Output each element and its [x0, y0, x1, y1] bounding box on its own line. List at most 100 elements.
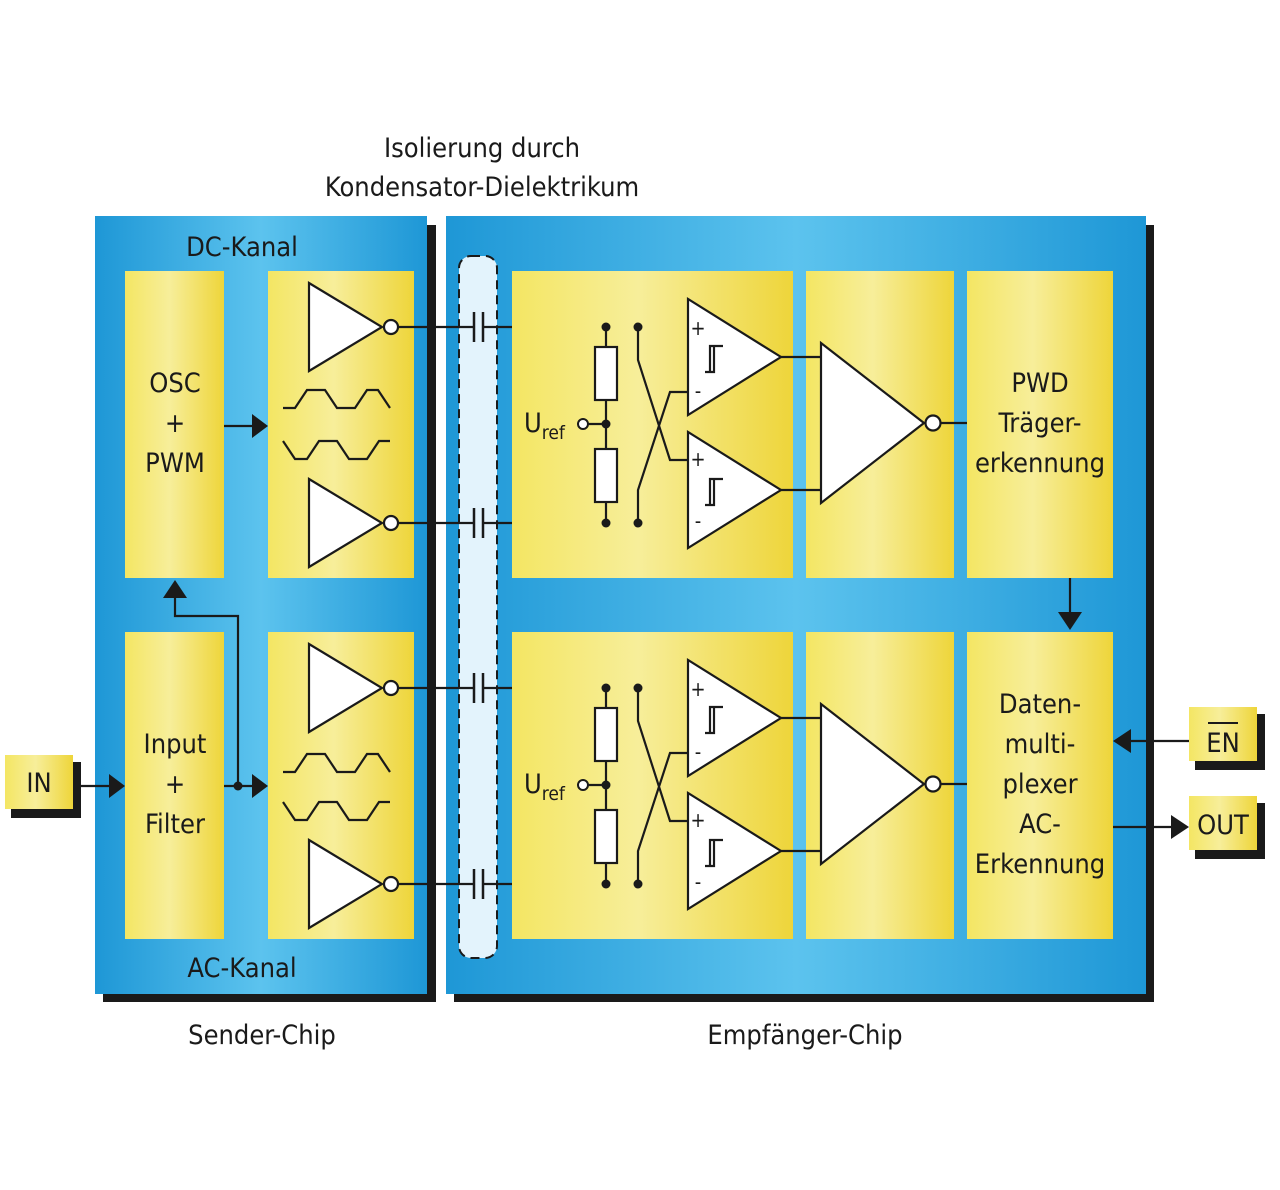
ac-comparator-block — [512, 632, 793, 939]
in-to-filter-arrow — [109, 774, 125, 798]
mux-to-out-arrow — [1171, 815, 1189, 839]
dc-hysteresis-icon-bottom — [705, 477, 723, 507]
dc-driver-bottom-inverter-bubble — [382, 514, 400, 532]
ac-waveform-bottom — [282, 800, 390, 822]
ac-top-capacitor — [472, 673, 485, 703]
in-port-label: IN — [26, 768, 51, 799]
ac-comparator-bottom-plus: + — [690, 808, 705, 832]
dc-channel-label: DC-Kanal — [186, 232, 298, 263]
out-port-label: OUT — [1197, 810, 1249, 841]
en-port — [1189, 707, 1257, 761]
dc-resistor-upper — [593, 345, 619, 402]
ac-uref-sub: ref — [542, 783, 566, 805]
dc-resistor-lower — [593, 447, 619, 504]
data-multiplexer-block — [967, 632, 1113, 939]
pwd-label-line1: PWD — [1011, 368, 1068, 399]
mux-label-line2: multi- — [1005, 729, 1076, 760]
input-filter-block — [125, 632, 224, 939]
filter-label: Filter — [145, 809, 205, 840]
osc-to-dc-driver-arrow — [252, 414, 268, 438]
ac-cross-coupling-wire — [636, 688, 688, 884]
ac-comparator-top-minus: - — [695, 740, 702, 764]
filter-to-osc-feedback-wire — [173, 598, 240, 786]
ac-hysteresis-icon-bottom — [705, 838, 723, 868]
ac-resistor-upper — [593, 706, 619, 763]
filter-to-osc-feedback-arrow — [163, 580, 187, 598]
filter-output-junction-dot — [233, 781, 243, 791]
ac-resistor-lower — [593, 808, 619, 865]
dc-comparator-bottom — [686, 430, 784, 550]
mux-label-line4: AC- — [1019, 809, 1061, 840]
dc-hysteresis-icon-top — [705, 344, 723, 374]
dc-comparator-outputs — [781, 355, 821, 492]
input-label: Input — [144, 729, 207, 760]
ac-comparator-top-plus: + — [690, 677, 705, 701]
ac-comparator-network — [577, 658, 821, 911]
dc-driver-top-inverter-bubble — [382, 318, 400, 336]
ac-output-amplifier — [819, 701, 926, 867]
dc-uref-main: U — [524, 408, 542, 439]
dc-uref-label: Uref — [524, 408, 566, 444]
ac-uref-main: U — [524, 769, 542, 800]
ac-junction-dot-3 — [601, 780, 611, 790]
ac-junction-dot-4 — [601, 879, 611, 889]
ac-junction-dot-1 — [601, 683, 611, 693]
en-port-label: EN — [1206, 728, 1240, 759]
sender-chip-label: Sender-Chip — [188, 1020, 336, 1051]
dc-pwm-waveform-bottom — [282, 439, 390, 461]
dc-comparator-top-plus: + — [690, 316, 705, 340]
input-plus-label: + — [165, 769, 185, 800]
dc-output-amplifier-bubble — [924, 414, 942, 432]
ac-driver-bottom-triangle — [307, 838, 385, 930]
mux-label-line3: plexer — [1002, 769, 1077, 800]
dc-cross-coupling-wire — [636, 327, 688, 523]
dc-driver-bottom-triangle — [307, 477, 385, 569]
dc-output-amplifier — [819, 340, 926, 506]
ac-bottom-capacitor — [472, 869, 485, 899]
mux-label-line1: Daten- — [999, 689, 1081, 720]
mux-label-line5: Erkennung — [975, 849, 1105, 880]
filter-to-ac-driver-arrow — [252, 774, 268, 798]
ac-output-amplifier-bubble — [924, 775, 942, 793]
dc-junction-dot-1 — [601, 322, 611, 332]
ac-hysteresis-icon-top — [705, 705, 723, 735]
ac-driver-top-triangle — [307, 642, 385, 734]
ac-channel-label: AC-Kanal — [187, 953, 296, 984]
ac-driver-bottom-inverter-bubble — [382, 875, 400, 893]
dc-uref-sub: ref — [542, 422, 566, 444]
pwd-label-line2: Träger- — [997, 408, 1081, 439]
ac-comparator-bottom-minus: - — [695, 870, 702, 894]
isolation-title-line1: Isolierung durch — [384, 133, 580, 164]
ac-comparator-top — [686, 658, 784, 778]
en-to-mux-arrow — [1113, 729, 1131, 753]
ac-waveform-top — [283, 752, 391, 774]
dc-comparator-network — [577, 297, 821, 550]
dc-pwm-waveform-top — [283, 388, 391, 410]
ac-uref-label: Uref — [524, 769, 566, 805]
out-port — [1189, 796, 1257, 850]
dc-comparator-bottom-plus: + — [690, 447, 705, 471]
isolation-title-line2: Kondensator-Dielektrikum — [325, 172, 639, 203]
ac-driver-top-inverter-bubble — [382, 679, 400, 697]
pwm-label: PWM — [145, 448, 205, 479]
dc-comparator-top — [686, 297, 784, 417]
dielectric-barrier — [458, 255, 498, 959]
pwd-label-line3: erkennung — [975, 448, 1105, 479]
ac-comparator-bottom — [686, 791, 784, 911]
dc-bottom-capacitor — [472, 508, 485, 538]
dc-junction-dot-4 — [601, 518, 611, 528]
pwd-to-mux-arrow — [1058, 612, 1082, 630]
receiver-chip-label: Empfänger-Chip — [707, 1020, 902, 1051]
pwd-block — [967, 271, 1113, 578]
dc-junction-dot-3 — [601, 419, 611, 429]
dc-uref-terminal — [577, 418, 589, 430]
dc-comparator-top-minus: - — [695, 379, 702, 403]
ac-comparator-outputs — [781, 716, 821, 853]
dc-comparator-block — [512, 271, 793, 578]
osc-plus-label: + — [165, 408, 185, 439]
dc-comparator-bottom-minus: - — [695, 509, 702, 533]
osc-label: OSC — [149, 368, 201, 399]
osc-pwm-block — [125, 271, 224, 578]
in-port — [5, 755, 73, 809]
